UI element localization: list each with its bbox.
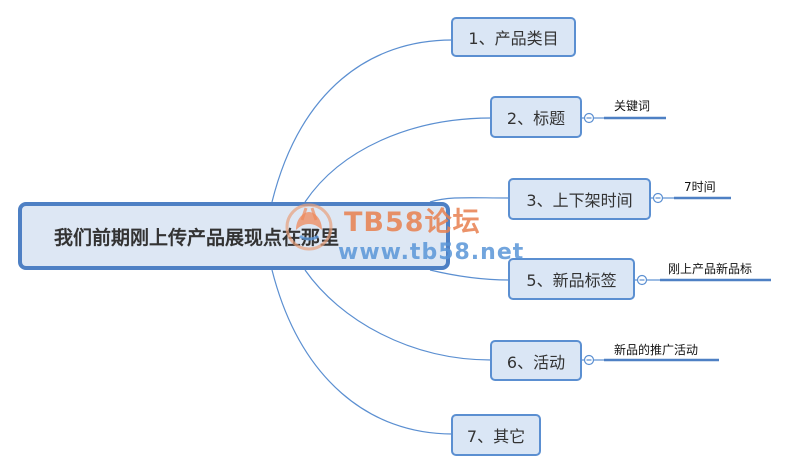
branch-label: 2、标题 xyxy=(506,109,566,128)
branch-node-title[interactable]: 2、标题 xyxy=(490,96,582,138)
root-topic[interactable]: 我们前期刚上传产品展现点在那里 xyxy=(18,202,450,270)
note-keywords[interactable]: 关键词 xyxy=(614,99,651,113)
note-time[interactable]: 7时间 xyxy=(684,180,716,194)
branch-label: 3、上下架时间 xyxy=(526,191,633,210)
connector-branch-7 xyxy=(271,269,453,435)
root-topic-label: 我们前期刚上传产品展现点在那里 xyxy=(54,226,340,249)
branch-label: 5、新品标签 xyxy=(526,271,617,290)
branch-label: 7、其它 xyxy=(466,427,526,446)
branch-node-new-tag[interactable]: 5、新品标签 xyxy=(508,258,635,300)
branch-node-listing-time[interactable]: 3、上下架时间 xyxy=(508,178,651,220)
connector-branch-3 xyxy=(429,197,510,203)
connector-branch-6 xyxy=(304,269,492,361)
note-promotion[interactable]: 新品的推广活动 xyxy=(614,343,699,357)
connector-branch-2 xyxy=(304,117,492,203)
branch-node-activity[interactable]: 6、活动 xyxy=(490,340,582,381)
branch-label: 6、活动 xyxy=(506,352,566,372)
branch-node-category[interactable]: 1、产品类目 xyxy=(451,17,576,57)
branch-label: 1、产品类目 xyxy=(468,29,559,48)
connector-branch-5 xyxy=(429,269,510,281)
connector-branch-1 xyxy=(271,39,453,203)
note-new-tag[interactable]: 刚上产品新品标 xyxy=(668,262,753,276)
branch-node-other[interactable]: 7、其它 xyxy=(451,414,541,456)
